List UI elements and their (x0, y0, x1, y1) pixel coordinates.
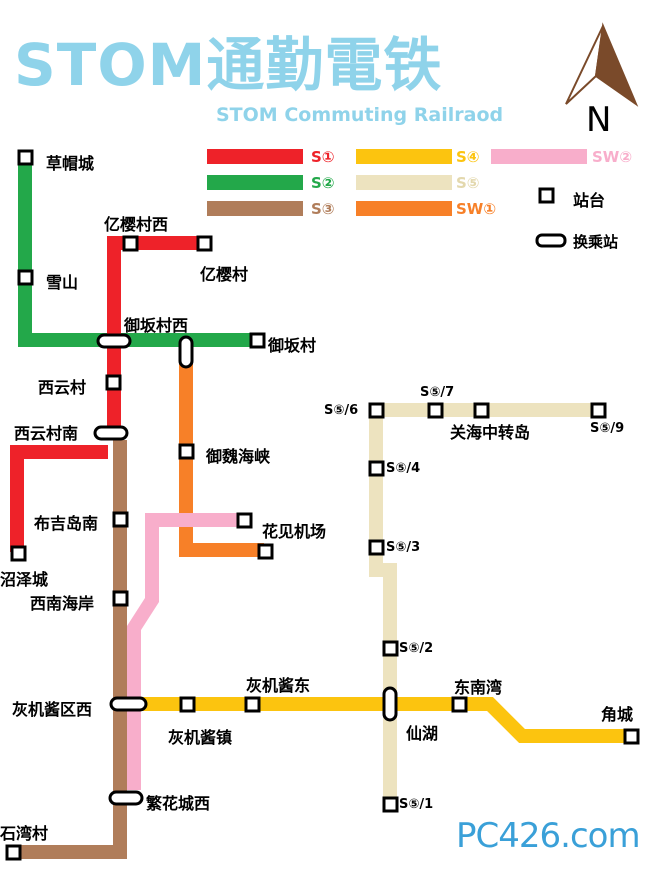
station-xinanhaian (112, 590, 129, 607)
label-xueshan: 雪山 (46, 273, 79, 292)
legend-swatch-sw1 (356, 201, 452, 216)
legend-swatches (207, 149, 587, 248)
label-yubancun: 御坂村 (268, 336, 317, 355)
label-yiyingcunxi: 亿樱村西 (104, 215, 169, 234)
legend-swatch-s5 (356, 175, 452, 190)
legend-interchange-label: 换乘站 (573, 233, 619, 251)
station-yiyingcun (196, 235, 213, 252)
label-huajianjichang: 花见机场 (262, 522, 327, 541)
legend-swatch-s1 (207, 149, 303, 164)
line-s3-path (14, 440, 127, 859)
label-s5-6: S⑤/6 (324, 403, 359, 418)
watermark-logo: PC426.com (456, 816, 641, 856)
legend-swatch-s2 (207, 175, 303, 190)
legend-station-symbol (538, 187, 555, 204)
legend-code-s3: S③ (311, 200, 335, 218)
legend-code-s5: S⑤ (456, 174, 480, 192)
label-huijijiangquxi: 灰机酱区西 (12, 700, 93, 719)
interchange-huijijiangquxi (109, 696, 148, 712)
station-jiaocheng (623, 728, 640, 745)
map-subtitle: STOM Commuting Railraod (216, 104, 504, 126)
station-s5-6 (368, 402, 385, 419)
station-bujidaonan (112, 511, 129, 528)
label-s5-7: S⑤/7 (420, 385, 455, 400)
legend-swatch-s4 (356, 149, 452, 164)
legend-code-sw2: SW② (592, 148, 633, 166)
label-yuweihaixia: 御魏海峡 (206, 447, 271, 466)
station-zhaozecheng (10, 545, 27, 562)
legend-code-s2: S② (311, 174, 335, 192)
label-guanhai: 关海中转岛 (450, 423, 531, 442)
label-yiyingcun: 亿樱村 (200, 265, 249, 284)
label-xiyuncunnan: 西云村南 (14, 424, 79, 443)
interchange-fanhuachengxi (108, 790, 144, 806)
label-jiaocheng: 角城 (601, 705, 634, 724)
station-caomaocheng (17, 149, 34, 166)
line-s1-branch (10, 445, 108, 552)
station-s5-1 (382, 796, 399, 813)
label-s5-9: S⑤/9 (590, 421, 625, 436)
station-yiyingcunxi (122, 235, 139, 252)
station-huijijiangdong (244, 696, 261, 713)
legend-station-label: 站台 (573, 191, 606, 210)
interchange-yubancunxi (96, 333, 132, 349)
label-zhaozecheng: 沼泽城 (0, 570, 49, 589)
line-sw1-path (179, 360, 264, 557)
legend-code-sw1: SW① (456, 200, 497, 218)
legend-code-s4: S④ (456, 148, 480, 166)
line-sw2-path (127, 513, 244, 790)
label-bujidaonan: 布吉岛南 (34, 514, 99, 533)
station-s5-7 (427, 402, 444, 419)
line-s4-path (130, 697, 632, 743)
station-guanhai (473, 402, 490, 419)
interchange-yubancunxi-sw1 (178, 335, 194, 369)
station-huijijiangzhen (179, 696, 196, 713)
station-huajianjichang (257, 543, 274, 560)
station-xiyuncun (105, 374, 122, 391)
interchange-xianhu (382, 686, 398, 722)
label-dongnanwan: 东南湾 (454, 678, 503, 697)
label-xiyuncun: 西云村 (38, 378, 87, 397)
station-s5-4 (368, 460, 385, 477)
station-yubancun (249, 332, 266, 349)
map-title: STOM通勤電铁 (14, 31, 443, 99)
legend-code-s1: S① (311, 148, 335, 166)
station-yuweihaixia (178, 443, 195, 460)
label-s5-1: S⑤/1 (399, 797, 434, 812)
legend-swatch-s3 (207, 201, 303, 216)
line-s1-path (107, 236, 205, 432)
legend-interchange-symbol (535, 233, 567, 248)
label-caomaocheng: 草帽城 (46, 154, 95, 173)
station-xueshan (17, 269, 34, 286)
label-huijijiangzhen: 灰机酱镇 (168, 728, 233, 747)
station-s5-2 (382, 640, 399, 657)
station-s5-9 (590, 402, 607, 419)
label-yubancunxi: 御坂村西 (124, 316, 189, 335)
interchanges (93, 333, 398, 806)
label-s5-2: S⑤/2 (399, 641, 434, 656)
label-shiwancun: 石湾村 (0, 824, 49, 843)
station-shiwancun (5, 844, 22, 861)
station-huajianjichang-sw2 (236, 512, 253, 529)
label-s5-3: S⑤/3 (386, 540, 421, 555)
label-huijijiangdong: 灰机酱东 (246, 676, 311, 695)
interchange-xiyuncunnan (93, 425, 129, 441)
label-xianhu: 仙湖 (406, 724, 439, 743)
legend-swatch-sw2 (491, 149, 587, 164)
label-fanhuachengxi: 繁花城西 (146, 794, 211, 813)
stations (5, 149, 640, 861)
label-xinanhaian: 西南海岸 (30, 594, 95, 613)
north-arrow-icon (565, 22, 639, 107)
label-s5-4: S⑤/4 (386, 461, 421, 476)
station-dongnanwan (451, 696, 468, 713)
station-s5-3 (368, 539, 385, 556)
north-label: N (586, 100, 612, 140)
